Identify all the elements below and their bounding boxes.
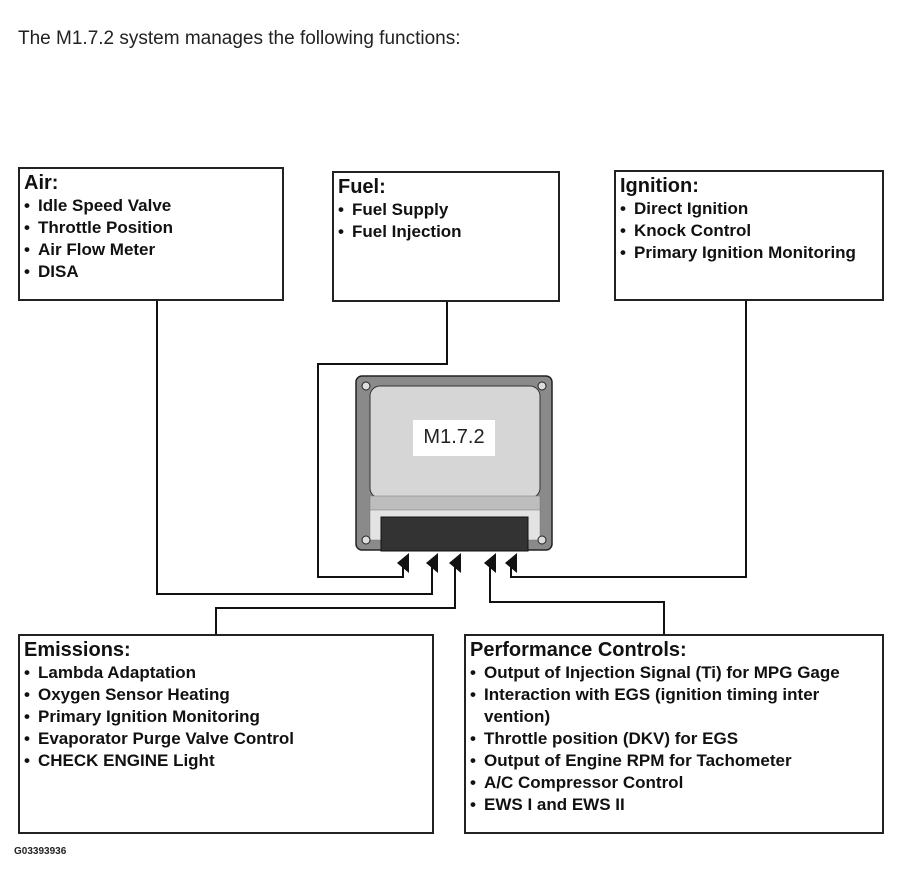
ignition-wire <box>505 301 747 578</box>
air-wire <box>156 301 438 595</box>
emissions-list: •Lambda Adaptation •Oxygen Sensor Heatin… <box>24 662 428 772</box>
figure-id: G03393936 <box>14 846 67 857</box>
list-item: •Fuel Injection <box>338 222 462 241</box>
fuel-box: Fuel: •Fuel Supply •Fuel Injection <box>332 171 560 302</box>
ecu-label: M1.7.2 <box>413 420 495 456</box>
list-item: •Evaporator Purge Valve Control <box>24 729 295 748</box>
ignition-list: •Direct Ignition •Knock Control •Primary… <box>620 198 878 264</box>
list-item: •Oxygen Sensor Heating <box>24 685 230 704</box>
emissions-box: Emissions: •Lambda Adaptation •Oxygen Se… <box>18 634 434 834</box>
list-item: •Output of Injection Signal (Ti) for MPG… <box>470 663 840 682</box>
list-item: •Idle Speed Valve <box>24 196 172 215</box>
ecu-unit <box>355 375 553 552</box>
performance-box: Performance Controls: •Output of Injecti… <box>464 634 884 834</box>
list-item: •Throttle position (DKV) for EGS <box>470 729 739 748</box>
list-item: •CHECK ENGINE Light <box>24 751 215 770</box>
mounting-hole <box>537 381 547 391</box>
intro-text: The M1.7.2 system manages the following … <box>18 28 461 49</box>
mounting-hole <box>361 381 371 391</box>
emissions-wire <box>215 553 461 634</box>
list-item: •Lambda Adaptation <box>24 663 197 682</box>
list-item: •Output of Engine RPM for Tachometer <box>470 751 792 770</box>
ignition-box: Ignition: •Direct Ignition •Knock Contro… <box>614 170 884 301</box>
performance-wire <box>484 553 665 634</box>
list-item: •EWS I and EWS II <box>470 795 625 814</box>
list-item: •Knock Control <box>620 221 752 240</box>
fuel-wire <box>317 302 448 578</box>
emissions-title: Emissions: <box>24 639 131 661</box>
performance-list: •Output of Injection Signal (Ti) for MPG… <box>470 662 878 816</box>
list-item: •Primary Ignition Monitoring <box>620 243 856 262</box>
list-item: •DISA <box>24 262 79 281</box>
fuel-list: •Fuel Supply •Fuel Injection <box>338 199 554 243</box>
list-item: •Fuel Supply <box>338 200 449 219</box>
list-item: •Primary Ignition Monitoring <box>24 707 260 726</box>
performance-title: Performance Controls: <box>470 639 687 661</box>
list-item: •Direct Ignition <box>620 199 749 218</box>
mounting-hole <box>537 535 547 545</box>
list-item: •Air Flow Meter <box>24 240 156 259</box>
ignition-title: Ignition: <box>620 175 699 197</box>
air-box: Air: •Idle Speed Valve •Throttle Positio… <box>18 167 284 301</box>
fuel-title: Fuel: <box>338 176 386 198</box>
list-item: •Throttle Position <box>24 218 174 237</box>
air-list: •Idle Speed Valve •Throttle Position •Ai… <box>24 195 278 283</box>
mounting-hole <box>361 535 371 545</box>
list-item: •A/C Compressor Control <box>470 773 684 792</box>
list-item: •Interaction with EGS (ignition timing i… <box>470 685 820 726</box>
air-title: Air: <box>24 172 59 194</box>
ecu-connector <box>380 516 529 552</box>
